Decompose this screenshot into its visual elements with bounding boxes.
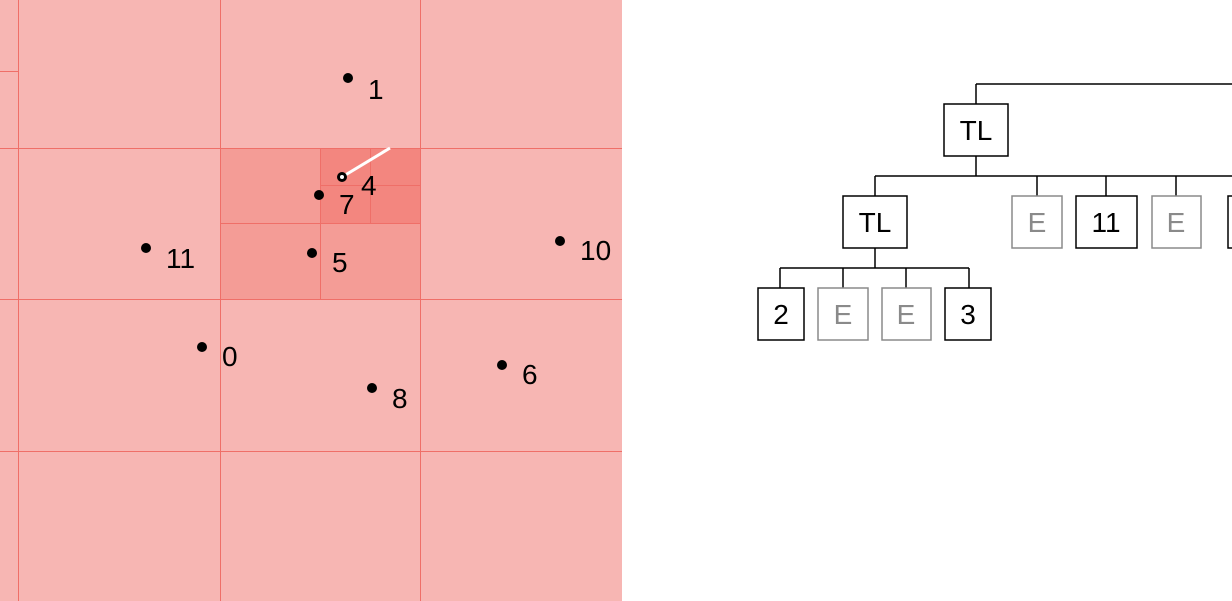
point-marker	[343, 73, 353, 83]
tree-node-clipped	[1227, 195, 1232, 249]
tree-node-label: TL	[859, 207, 892, 238]
tree-node-label: E	[834, 299, 853, 330]
tree-node-leaf: 2	[757, 287, 805, 341]
point-label: 7	[339, 189, 355, 220]
point-label: 4	[361, 170, 377, 201]
grid-lines	[0, 0, 622, 601]
tree-node-label: E	[1028, 207, 1047, 238]
point-label: 1	[368, 74, 384, 105]
tree-node-label: TL	[960, 115, 993, 146]
point-marker	[197, 342, 207, 352]
tree-node-leaf: 3	[944, 287, 992, 341]
quadtree-canvas: 1 4 7 5 11 10 0 8 6	[0, 0, 622, 601]
point-marker	[497, 360, 507, 370]
tree-node-label: 2	[773, 299, 789, 330]
quadtree-region	[0, 0, 622, 601]
tree-node-label: 3	[960, 299, 976, 330]
query-line	[341, 146, 391, 179]
quadtree-tree-diagram: TL TL E 11 E 2 E	[622, 0, 1232, 601]
point-label: 0	[222, 341, 238, 372]
tree-node-internal: TL	[842, 195, 908, 249]
tree-node-empty: E	[1151, 195, 1202, 249]
point-marker	[307, 248, 317, 258]
point-marker	[141, 243, 151, 253]
tree-node-leaf: 11	[1075, 195, 1138, 249]
point-label: 5	[332, 247, 348, 278]
tree-node-label: E	[1167, 207, 1186, 238]
point-labels: 1 4 7 5 11 10 0 8 6	[166, 74, 611, 414]
point-marker	[555, 236, 565, 246]
point-marker	[367, 383, 377, 393]
tree-node-empty: E	[1011, 195, 1063, 249]
tree-node-empty: E	[817, 287, 869, 341]
tree-node-root: TL	[943, 103, 1009, 157]
point-label: 6	[522, 359, 538, 390]
tree-node-label: 11	[1091, 207, 1120, 238]
query-point-center	[340, 175, 344, 179]
point-marker	[314, 190, 324, 200]
tree-node-empty: E	[881, 287, 932, 341]
point-label: 10	[580, 235, 611, 266]
tree-connectors	[779, 83, 1232, 288]
tree-node-label: E	[897, 299, 916, 330]
points	[141, 73, 565, 393]
point-label: 8	[392, 383, 408, 414]
point-label: 11	[166, 243, 195, 274]
